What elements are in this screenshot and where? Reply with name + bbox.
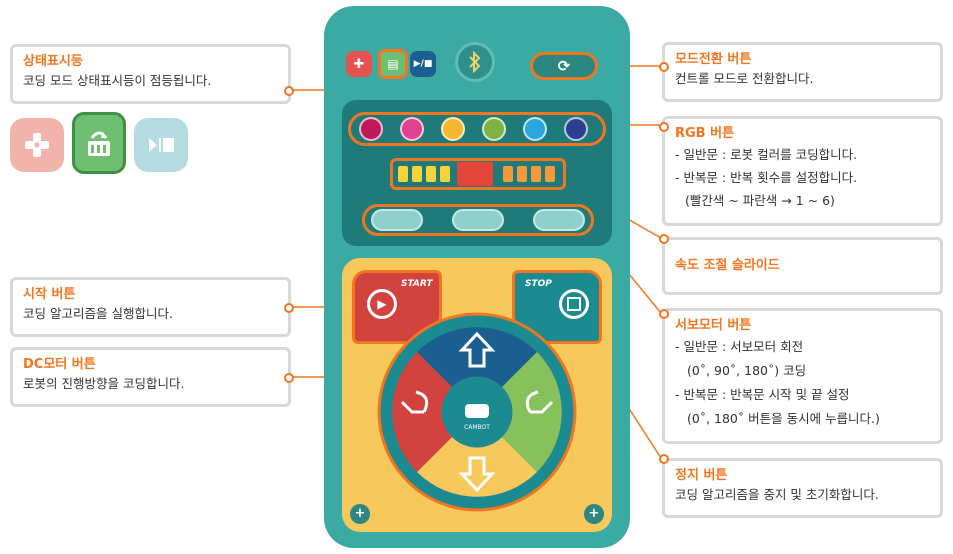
coding-icon (72, 112, 126, 174)
callout-dot (284, 373, 294, 383)
start-button-callout: 시작 버튼 코딩 알고리즘을 실행합니다. (10, 277, 291, 337)
servo-button-row (362, 204, 594, 236)
rgb-button[interactable] (482, 117, 506, 141)
callout-title: 상태표시등 (23, 54, 83, 69)
callout-line: - 일반문 : 로봇 컬러를 코딩합니다. (675, 147, 858, 162)
callout-line: - 반복문 : 반복 횟수를 설정합니다. (675, 170, 858, 185)
play-stop-icon (134, 118, 188, 172)
callout-desc: 코딩 알고리즘을 중지 및 초기화합니다. (675, 487, 879, 502)
play-icon: ▶ (367, 289, 397, 319)
speed-segment (398, 166, 408, 182)
start-button[interactable]: ▶ START (352, 270, 442, 344)
mode-switch-button[interactable]: ⟳ (530, 52, 598, 80)
callout-title: DC모터 버튼 (23, 357, 96, 372)
speed-segment (503, 166, 513, 182)
callout-desc: 로봇의 진행방향을 코딩합니다. (23, 376, 185, 391)
callout-title: RGB 버튼 (675, 126, 735, 141)
callout-line: (0˚, 180˚ 버튼을 동시에 누릅니다.) (687, 411, 880, 426)
gamepad-icon: ✚ (346, 51, 372, 77)
speed-segment (517, 166, 527, 182)
speed-slider[interactable] (390, 158, 566, 190)
callout-desc: 코딩 모드 상태표시등이 점등됩니다. (23, 73, 212, 88)
forward-button[interactable] (417, 327, 537, 387)
dc-motor-dpad[interactable] (376, 312, 578, 512)
turn-left-icon (400, 390, 429, 414)
plus-button-left[interactable]: + (350, 504, 370, 524)
callout-dot (284, 86, 294, 96)
refresh-icon: ⟳ (557, 57, 571, 75)
callout-line: - 반복문 : 반복문 시작 및 끝 설정 (675, 387, 850, 402)
coding-icon: ▤ (378, 49, 408, 79)
callout-title: 서보모터 버튼 (675, 318, 752, 333)
down-arrow-icon (458, 456, 496, 493)
drive-panel: ▶ START STOP CAMBOT + + (342, 258, 612, 532)
robot-remote: ✚ ▤ ▶/■ ⟳ (324, 6, 630, 548)
speed-segment (440, 166, 450, 182)
callout-dot (659, 122, 669, 132)
bluetooth-icon (455, 42, 495, 82)
callout-dot (659, 234, 669, 244)
rgb-button[interactable] (441, 117, 465, 141)
speed-segment (545, 166, 555, 182)
stop-label: STOP (525, 279, 552, 289)
speed-slider-knob[interactable] (457, 162, 493, 186)
speed-slider-callout: 속도 조절 슬라이드 (662, 237, 943, 295)
rgb-button[interactable] (523, 117, 547, 141)
rgb-button[interactable] (359, 117, 383, 141)
status-icon-row (10, 112, 190, 178)
servo-180-button[interactable] (533, 209, 585, 231)
callout-title: 속도 조절 슬라이드 (675, 258, 780, 273)
dc-motor-callout: DC모터 버튼 로봇의 진행방향을 코딩합니다. (10, 347, 291, 407)
callout-dot (659, 62, 669, 72)
callout-dot (659, 454, 669, 464)
start-label: START (401, 279, 433, 289)
turn-right-icon (525, 390, 554, 414)
stop-button-callout: 정지 버튼 코딩 알고리즘을 중지 및 초기화합니다. (662, 458, 943, 518)
stop-icon (559, 289, 589, 319)
callout-desc: 코딩 알고리즘을 실행합니다. (23, 306, 173, 321)
callout-dot (659, 309, 669, 319)
speed-segment (426, 166, 436, 182)
servo-90-button[interactable] (452, 209, 504, 231)
control-panel (342, 100, 612, 246)
callout-line: (빨간색 ~ 파란색 → 1 ~ 6) (685, 193, 835, 208)
rgb-button[interactable] (564, 117, 588, 141)
rgb-button[interactable] (400, 117, 424, 141)
callout-title: 정지 버튼 (675, 468, 728, 483)
speed-segment (531, 166, 541, 182)
backward-button[interactable] (417, 437, 537, 497)
callout-title: 시작 버튼 (23, 287, 76, 302)
speed-segment (412, 166, 422, 182)
rgb-button-row (348, 112, 606, 146)
callout-line: - 일반문 : 서보모터 회전 (675, 339, 804, 354)
play-stop-icon: ▶/■ (410, 51, 436, 77)
callout-desc: 컨트롤 모드로 전환합니다. (675, 71, 814, 86)
servo-0-button[interactable] (371, 209, 423, 231)
gamepad-icon (10, 118, 64, 172)
rgb-button-callout: RGB 버튼 - 일반문 : 로봇 컬러를 코딩합니다. - 반복문 : 반복 … (662, 116, 943, 226)
plus-button-right[interactable]: + (584, 504, 604, 524)
callout-title: 모드전환 버튼 (675, 52, 752, 67)
callout-line: (0˚, 90˚, 180˚) 코딩 (687, 363, 807, 378)
center-label: CAMBOT (464, 424, 490, 431)
callout-dot (284, 303, 294, 313)
status-light-callout: 상태표시등 코딩 모드 상태표시등이 점등됩니다. (10, 44, 291, 104)
robot-logo-icon (465, 404, 489, 418)
servo-button-callout: 서보모터 버튼 - 일반문 : 서보모터 회전 (0˚, 90˚, 180˚) … (662, 308, 943, 444)
mode-switch-callout: 모드전환 버튼 컨트롤 모드로 전환합니다. (662, 42, 943, 102)
up-arrow-icon (458, 331, 496, 368)
